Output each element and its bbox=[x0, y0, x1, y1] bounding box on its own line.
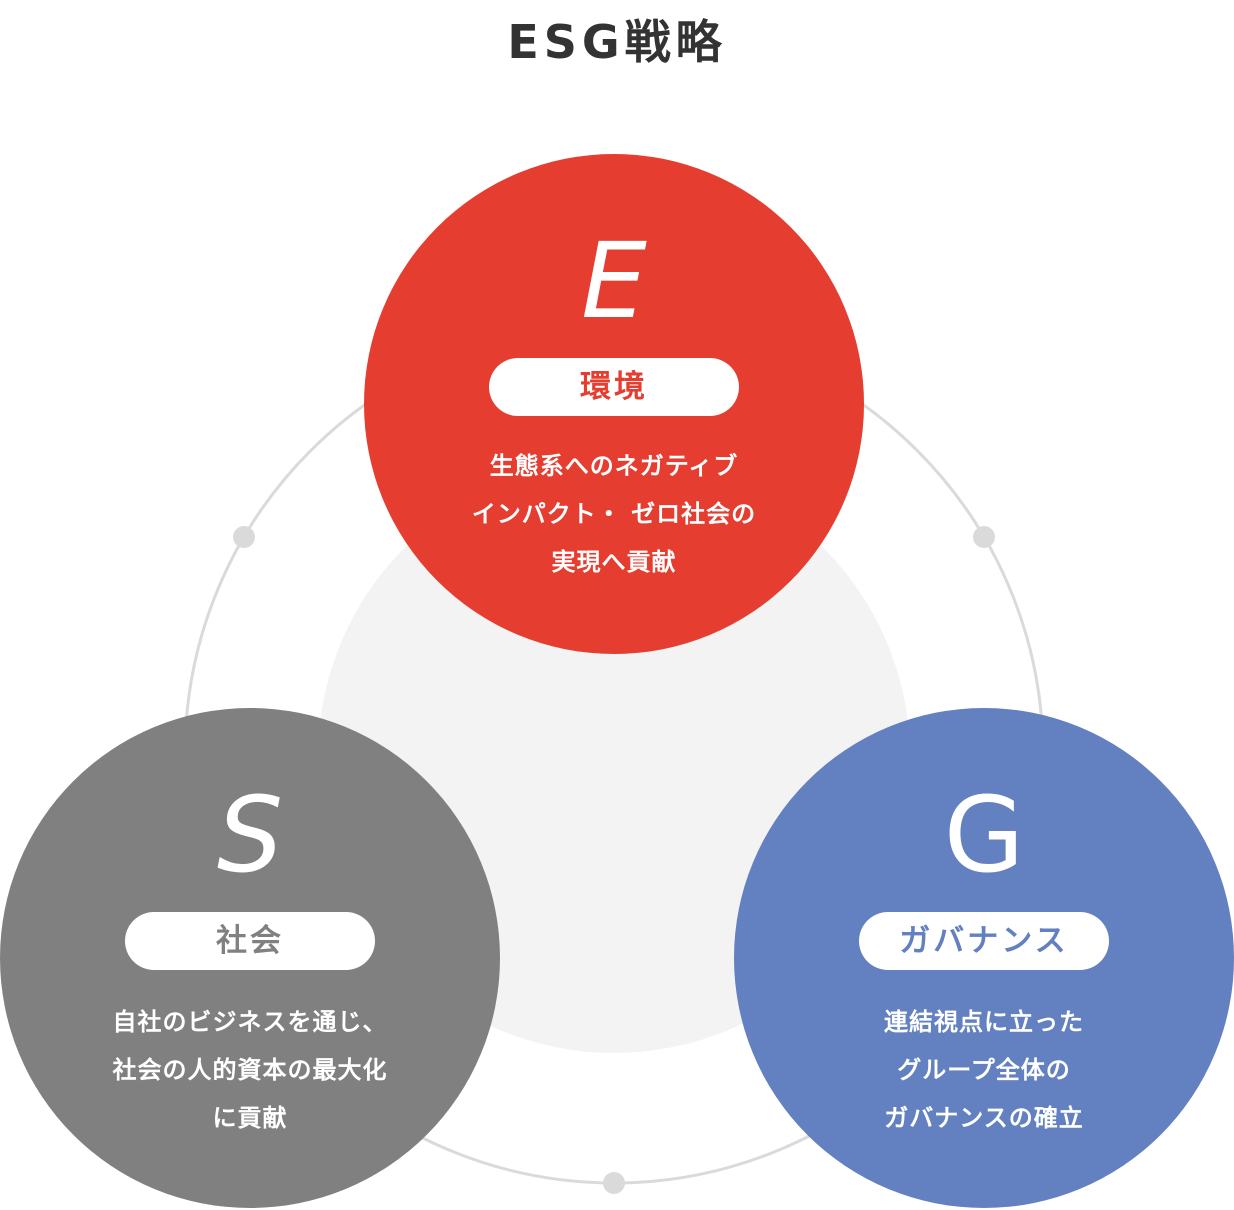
pillar-letter-s: S bbox=[216, 774, 283, 896]
pillar-label-governance: ガバナンス bbox=[859, 912, 1109, 970]
description-line: 連結視点に立った bbox=[884, 1008, 1084, 1036]
ring-dot-left bbox=[233, 526, 255, 548]
pillar-label-environment: 環境 bbox=[489, 358, 739, 416]
description-line: 自社のビジネスを通じ、 bbox=[112, 1008, 388, 1036]
description-line: 生態系へのネガティブ bbox=[489, 452, 739, 480]
pillar-letter-e: E bbox=[581, 220, 647, 342]
description-line: 社会の人的資本の最大化 bbox=[112, 1056, 388, 1084]
pillar-description-environment: 生態系へのネガティブ インパクト・ ゼロ社会の 実現へ貢献 bbox=[404, 442, 824, 586]
ring-dot-right bbox=[973, 526, 995, 548]
description-line: インパクト・ ゼロ社会の bbox=[471, 500, 757, 528]
diagram-title: ESG戦略 bbox=[507, 15, 727, 69]
pillar-environment: E 環境 生態系へのネガティブ インパクト・ ゼロ社会の 実現へ貢献 bbox=[364, 154, 864, 654]
pillar-social: S 社会 自社のビジネスを通じ、 社会の人的資本の最大化 に貢献 bbox=[0, 708, 500, 1208]
description-line: ガバナンスの確立 bbox=[884, 1104, 1084, 1132]
pillar-letter-g: G bbox=[943, 774, 1025, 896]
pillar-description-governance: 連結視点に立った グループ全体の ガバナンスの確立 bbox=[774, 998, 1194, 1142]
pillar-description-social: 自社のビジネスを通じ、 社会の人的資本の最大化 に貢献 bbox=[40, 998, 460, 1142]
description-line: 実現へ貢献 bbox=[551, 548, 677, 576]
description-line: に貢献 bbox=[212, 1104, 288, 1132]
description-line: グループ全体の bbox=[897, 1056, 1071, 1084]
pillar-label-social: 社会 bbox=[125, 912, 375, 970]
ring-dot-bottom bbox=[603, 1172, 625, 1194]
pillar-governance: G ガバナンス 連結視点に立った グループ全体の ガバナンスの確立 bbox=[734, 708, 1234, 1208]
